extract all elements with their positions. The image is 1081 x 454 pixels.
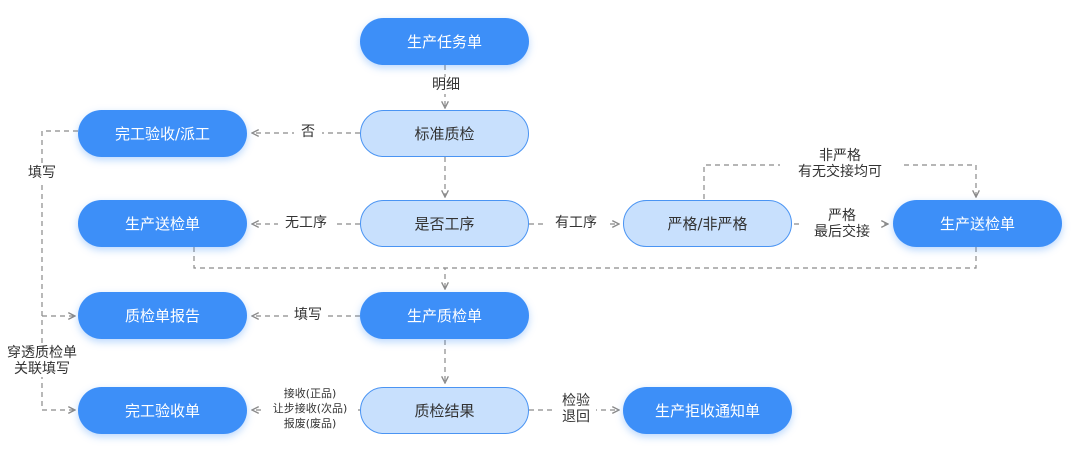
label-concession-accept: 让步接收(次品)	[272, 402, 348, 415]
node-standard-qc: 标准质检	[360, 110, 529, 157]
node-has-process: 是否工序	[360, 200, 529, 247]
label-result-outcomes: 接收(正品) 让步接收(次品) 报废(废品)	[262, 386, 358, 431]
label-has-process: 有工序	[546, 215, 606, 232]
edge-inspection-right-to-production-qc	[445, 247, 977, 289]
node-production-inspection-right: 生产送检单	[893, 200, 1062, 247]
label-no: 否	[294, 124, 322, 141]
label-penetrate: 穿透质检单 关联填写	[0, 345, 84, 377]
label-strict-final: 严格 最后交接	[803, 208, 881, 240]
label-inspect-return-line1: 检验	[562, 393, 590, 409]
edge-dispatch-to-left-spine	[41, 130, 78, 410]
node-production-task: 生产任务单	[360, 18, 529, 65]
label-no-process: 无工序	[278, 215, 334, 232]
label-detail: 明细	[428, 77, 464, 94]
node-qc-result: 质检结果	[360, 387, 529, 434]
node-complete-dispatch: 完工验收/派工	[78, 110, 247, 157]
label-inspect-return-line2: 退回	[562, 409, 590, 425]
node-strict: 严格/非严格	[623, 200, 792, 247]
node-completion-acceptance: 完工验收单	[78, 387, 247, 434]
label-fill-in-2: 填写	[288, 307, 328, 324]
label-strict-or-not-line1: 非严格	[819, 148, 861, 164]
node-production-qc: 生产质检单	[360, 292, 529, 339]
label-penetrate-line2: 关联填写	[14, 361, 70, 377]
node-qc-report: 质检单报告	[78, 292, 247, 339]
node-rejection-notice: 生产拒收通知单	[623, 387, 792, 434]
label-strict-final-line1: 严格	[828, 208, 856, 224]
edge-inspection-left-to-production-qc	[193, 247, 445, 269]
label-scrap: 报废(废品)	[283, 417, 337, 430]
label-penetrate-line1: 穿透质检单	[7, 345, 77, 361]
node-production-inspection-left: 生产送检单	[78, 200, 247, 247]
label-strict-or-not: 非严格 有无交接均可	[780, 148, 900, 180]
label-accept-good: 接收(正品)	[283, 387, 337, 400]
label-strict-or-not-line2: 有无交接均可	[798, 164, 882, 180]
label-inspect-return: 检验 退回	[556, 393, 596, 425]
label-fill-in: 填写	[22, 165, 62, 182]
label-strict-final-line2: 最后交接	[814, 224, 870, 240]
